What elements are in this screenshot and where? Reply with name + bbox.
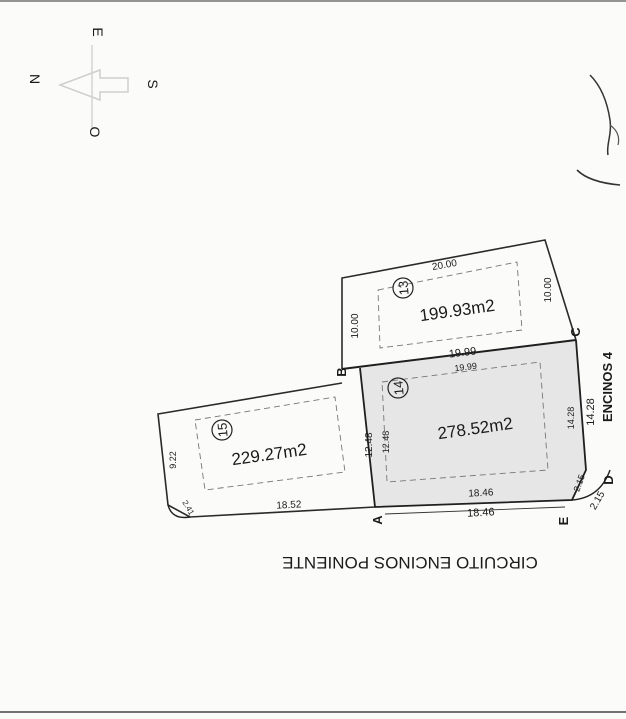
street-dimension-line [384, 506, 566, 515]
signature-mark [576, 74, 621, 186]
dim-lot14-top-inner: 19.99 [454, 361, 478, 374]
dim-lot14-bottom-outer: 18.46 [467, 506, 495, 519]
boundary-b-c [341, 339, 577, 370]
lot-15-number: 15 [214, 422, 230, 438]
lot-14-shading [360, 340, 586, 507]
dim-lot15-bottom: 18.52 [276, 499, 302, 511]
lot-14-badge: 14 [387, 377, 409, 399]
vertex-b-label: B [334, 367, 349, 376]
dim-lot13-right: 10.00 [543, 277, 554, 302]
corner-arc-d-e [571, 469, 611, 501]
dim-lot15-left: 9.22 [168, 451, 178, 469]
vertex-c-label: C [568, 327, 583, 337]
setback-lines [194, 261, 549, 491]
compass-rose: N E S O [27, 27, 161, 137]
dim-lot14-top-outer: 19.99 [448, 345, 477, 360]
vertex-d-label: D [601, 475, 616, 484]
lot-13-badge: 13 [392, 277, 414, 299]
corner-arc-lot15 [167, 504, 191, 519]
dim-lot14-right-outer: 14.28 [585, 398, 597, 426]
compass-east-label: E [90, 27, 106, 36]
dim-lot14-right-inner: 14.28 [566, 407, 576, 430]
compass-north-label: N [27, 74, 43, 84]
lot-13-outline [341, 239, 577, 369]
dim-lot13-top: 20.00 [431, 258, 458, 273]
dim-lot13-left: 10.00 [350, 313, 361, 338]
dim-lot15-corner: 2.41 [180, 499, 196, 517]
street-name: CIRCUITO ENCINOS PONIENTE [282, 553, 538, 572]
dim-lot14-left-inner: 12.48 [381, 431, 391, 454]
dim-lot14-left-outer: 12.48 [364, 432, 375, 457]
compass-south-label: S [145, 79, 161, 88]
lot-15-area: 229.27m2 [230, 440, 308, 469]
dim-corner-outer: 2.15 [588, 489, 607, 512]
vertex-a-label: A [370, 515, 385, 525]
dim-lot14-bottom-inner: 18.46 [468, 487, 494, 499]
lot-15-badge: 15 [211, 419, 233, 441]
compass-west-label: O [87, 127, 103, 138]
lot-13-number: 13 [395, 280, 411, 296]
lot-13-area: 199.93m2 [418, 296, 496, 325]
compass-arrow-icon [57, 68, 129, 102]
vertex-e-label: E [556, 516, 571, 525]
lot-14-number: 14 [390, 380, 406, 396]
side-street-name: ENCINOS 4 [600, 351, 615, 422]
